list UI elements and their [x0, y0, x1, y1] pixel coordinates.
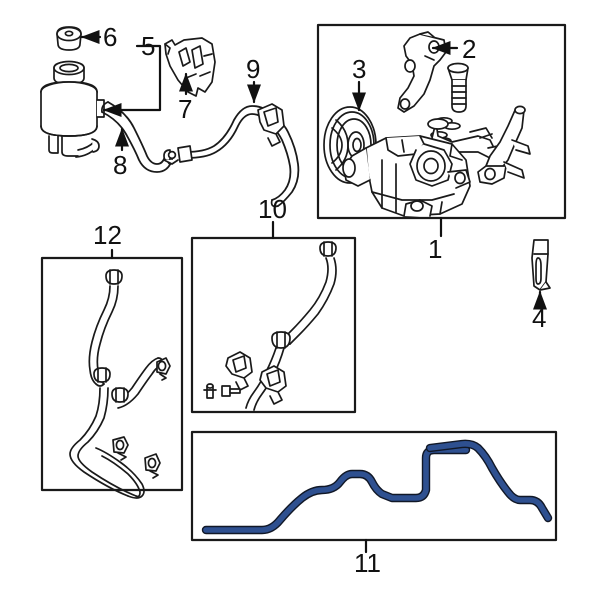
- callout-label-7[interactable]: 7: [178, 94, 193, 124]
- part-inlet-fitting: [477, 105, 531, 185]
- part-hose-retainer-clip: [531, 239, 551, 291]
- retainer-clip-b: [259, 365, 287, 405]
- part-cooler-tube-line: [201, 439, 553, 535]
- box-12-frame: [40, 256, 184, 492]
- callout-label-5[interactable]: 5: [141, 31, 156, 61]
- part-pressure-hose-line: [163, 103, 300, 208]
- part-reservoir-mounting-bracket: [164, 37, 216, 97]
- hose-retainer-clip-small-3: [144, 453, 161, 479]
- part-banjo-bolt: [447, 62, 469, 113]
- part-reservoir-cap: [56, 26, 82, 51]
- retainer-clip-a: [225, 351, 253, 391]
- part-power-steering-pump-assembly: [342, 135, 471, 217]
- part-hose-and-clamp-kit: [69, 269, 171, 499]
- callout-label-8[interactable]: 8: [113, 150, 128, 180]
- bolt: [221, 385, 241, 397]
- hose-retainer-clip-small-2: [112, 436, 129, 461]
- callout-label-9[interactable]: 9: [246, 54, 261, 84]
- callout-label-4[interactable]: 4: [532, 303, 547, 333]
- leader-5: [102, 44, 162, 118]
- hose-retainer-clip-small: [156, 357, 171, 381]
- callout-label-1[interactable]: 1: [428, 234, 443, 264]
- callout-label-11[interactable]: 11: [354, 548, 381, 578]
- callout-label-3[interactable]: 3: [352, 54, 367, 84]
- callout-label-12[interactable]: 12: [93, 220, 122, 250]
- callout-label-2[interactable]: 2: [462, 34, 477, 64]
- grommet: [203, 383, 217, 399]
- callout-label-6[interactable]: 6: [103, 22, 118, 52]
- part-return-hose-assembly: [203, 241, 337, 411]
- callout-label-10[interactable]: 10: [258, 194, 287, 224]
- part-power-steering-reservoir: [40, 60, 105, 158]
